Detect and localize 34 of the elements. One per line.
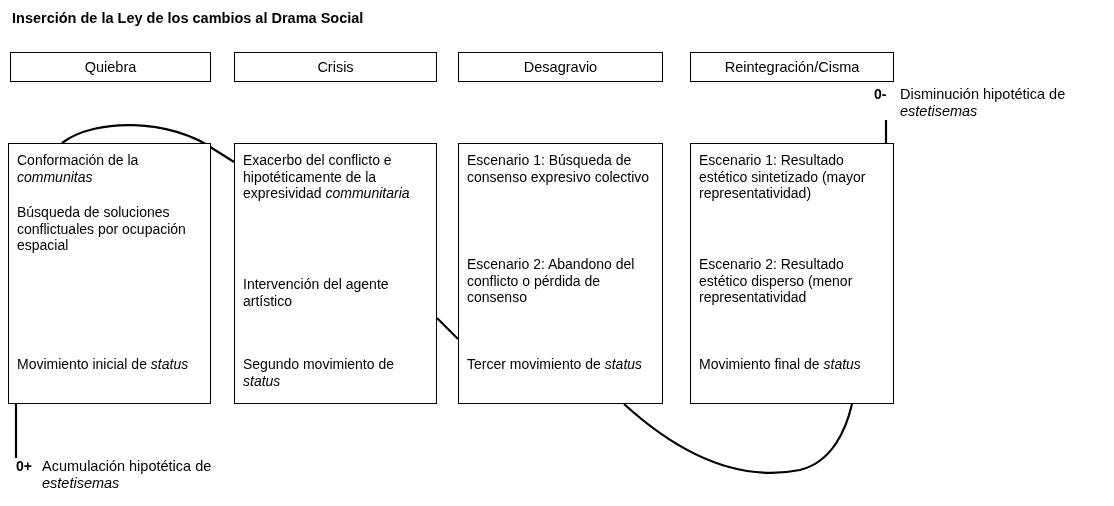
stage-description: Escenario 2: Abandono del conflicto o pérdida de consenso [467,256,636,306]
stage-description: Conformación de la communitas [17,152,140,185]
phase-label: Desagravio [523,59,598,75]
curved-line [623,403,854,474]
stage-box [8,143,211,404]
stage-description: Escenario 1: Resultado estético sintetizado (mayor representatividad) [699,152,867,202]
phase-box [10,52,211,82]
scale-description: Disminución hipotética de estetisemas [900,86,1067,120]
stage-description: Búsqueda de soluciones conflictuales por ocupación espacial [17,204,187,254]
phase-label: Quiebra [84,59,137,75]
stage-description: Movimiento inicial de status [17,356,190,373]
stage-description: Segundo movimiento de status [243,356,395,389]
curved-line [14,404,18,458]
diagram-title: Inserción de la Ley de los cambios al Drama Social [12,10,364,26]
phase-box [458,52,663,82]
phase-box [690,52,894,82]
stage-description: Intervención del agente artístico [243,276,390,309]
stage-description: Escenario 2: Resultado estético disperso (menor representatividad [699,256,854,306]
stage-box [690,143,894,404]
stage-description: Movimiento final de status [699,356,862,373]
scale-value: 0+ [16,458,32,475]
scale-description: Acumulación hipotética de estetisemas [42,458,213,492]
scale-value: 0- [874,86,887,103]
curved-line [436,317,459,340]
phase-label: Reintegración/Cisma [724,59,860,75]
curved-line [884,120,888,143]
stage-description: Tercer movimiento de status [467,356,644,373]
stage-box [234,143,437,404]
phase-label: Crisis [317,59,354,75]
stage-box [458,143,663,404]
stage-description: Exacerbo del conflicto e hipotéticamente de la expresividad communitaria [243,152,411,202]
phase-box [234,52,437,82]
curved-line [61,124,235,163]
stage-description: Escenario 1: Búsqueda de consenso expresivo colectivo [467,152,651,185]
